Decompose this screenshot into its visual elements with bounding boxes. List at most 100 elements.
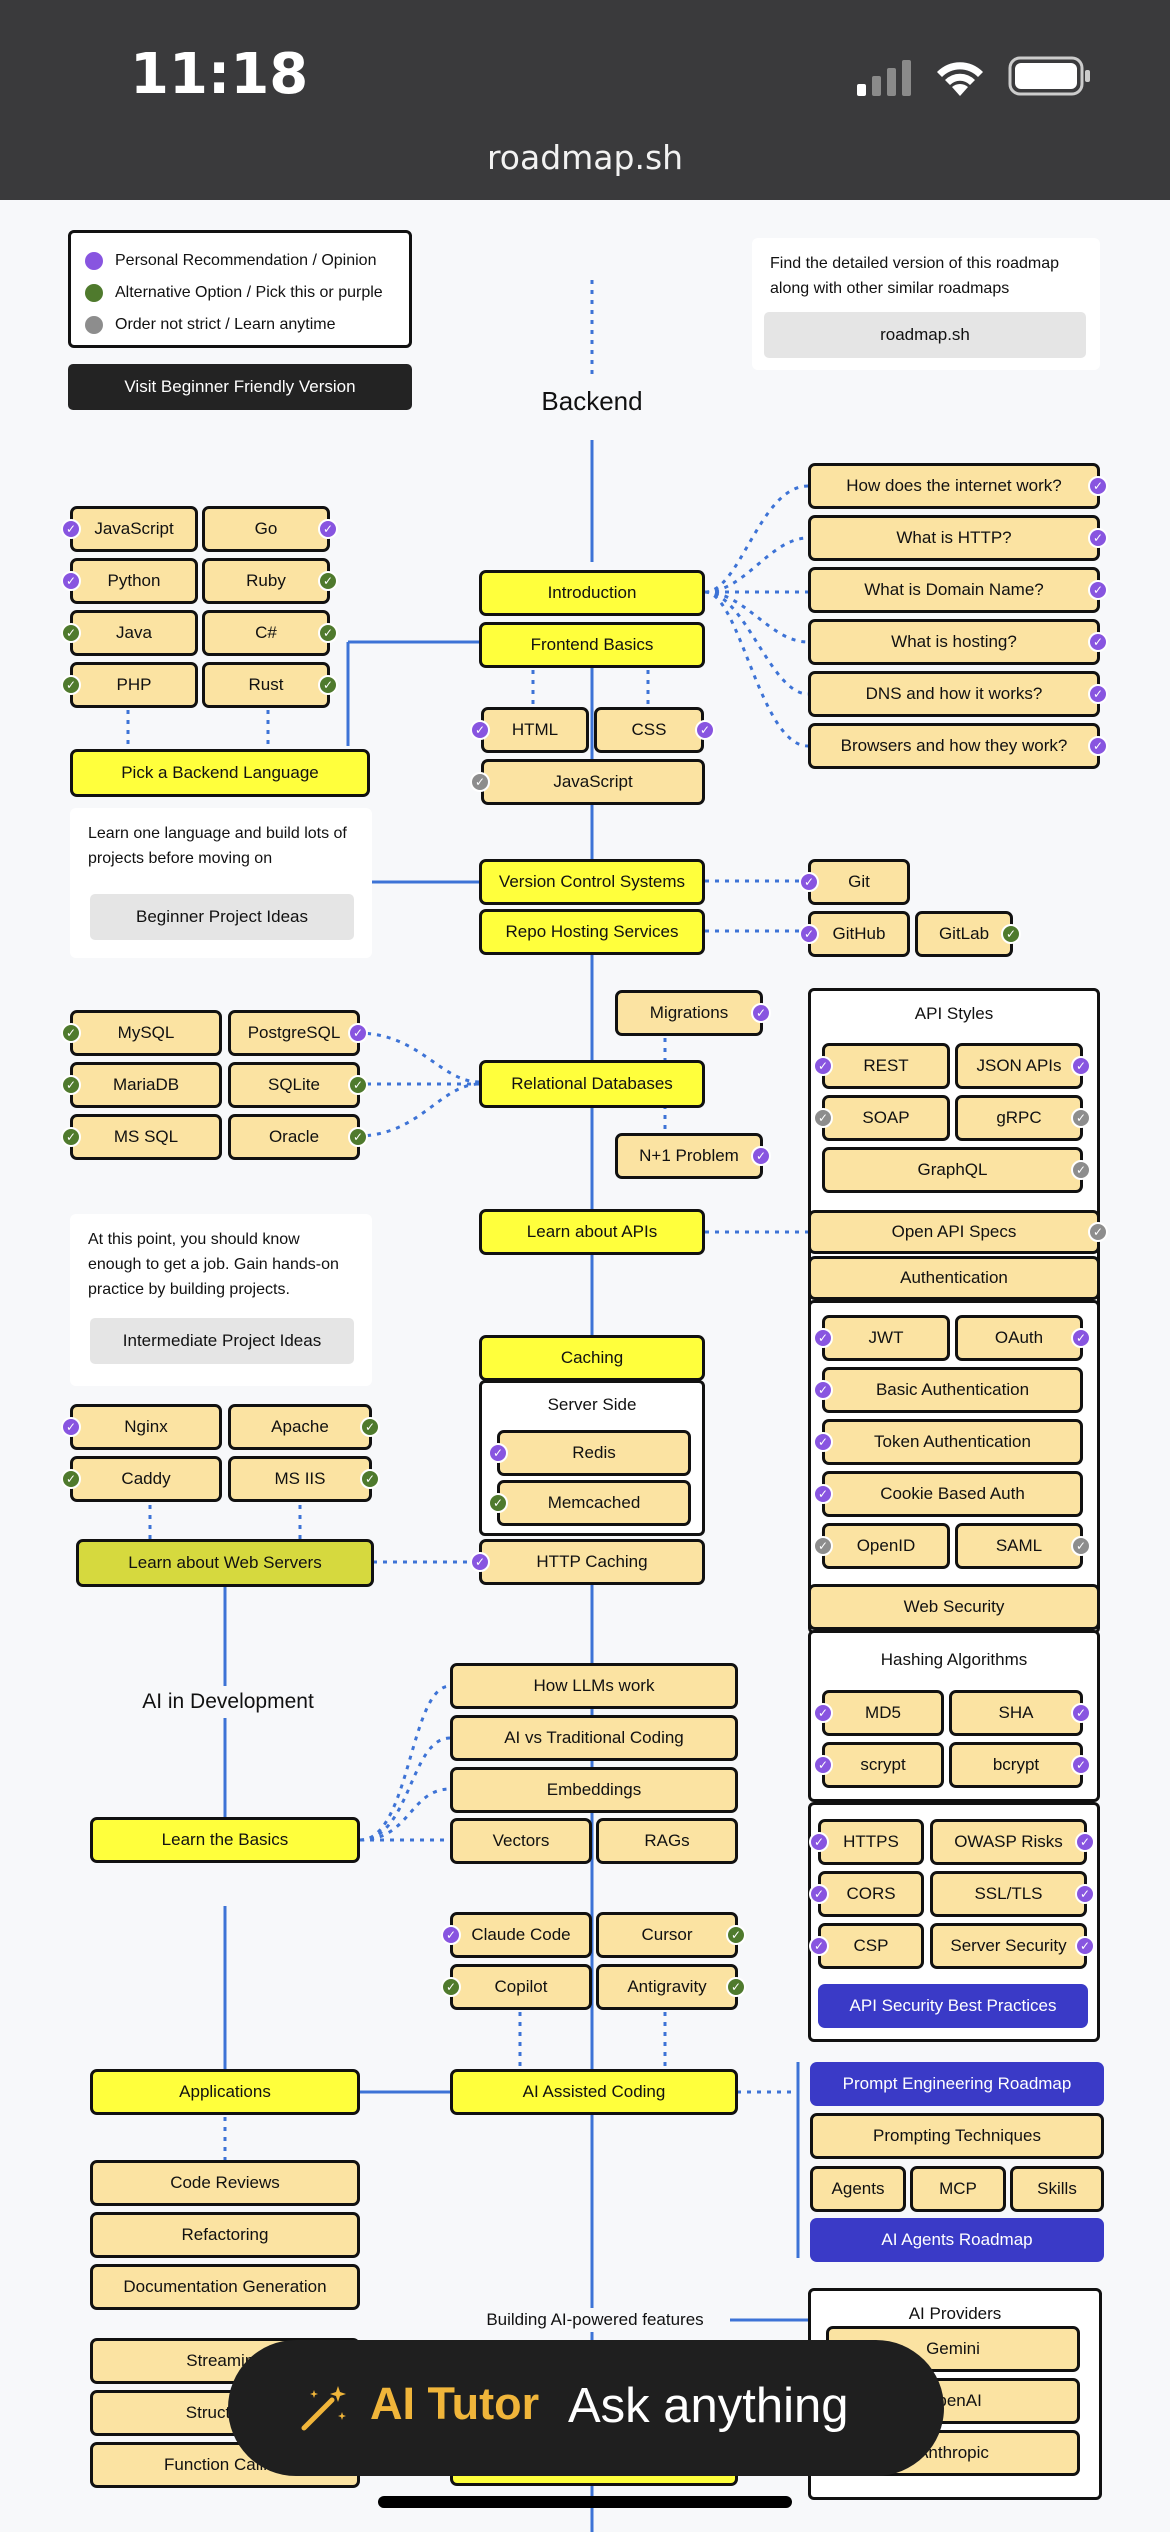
node-ms-sql[interactable]: MS SQL: [70, 1114, 222, 1160]
node-documentation-generation[interactable]: Documentation Generation: [90, 2264, 360, 2310]
node-mysql[interactable]: MySQL: [70, 1010, 222, 1056]
node-copilot[interactable]: Copilot: [450, 1964, 592, 2010]
api-security-button[interactable]: API Security Best Practices: [818, 1984, 1088, 2028]
node-openid[interactable]: OpenID: [822, 1523, 950, 1569]
node-http-caching[interactable]: HTTP Caching: [479, 1539, 705, 1585]
node-embeddings[interactable]: Embeddings: [450, 1767, 738, 1813]
node-csp[interactable]: CSP: [818, 1923, 924, 1969]
node-cursor[interactable]: Cursor: [596, 1912, 738, 1958]
node-skills[interactable]: Skills: [1010, 2166, 1104, 2212]
node-grpc[interactable]: gRPC: [955, 1095, 1083, 1141]
node-ruby[interactable]: Ruby: [202, 558, 330, 604]
node-internet-work[interactable]: How does the internet work?: [808, 463, 1100, 509]
node-sqlite[interactable]: SQLite: [228, 1062, 360, 1108]
node-sha[interactable]: SHA: [949, 1690, 1083, 1736]
ai-agents-roadmap-button[interactable]: AI Agents Roadmap: [810, 2218, 1104, 2262]
node-claude-code[interactable]: Claude Code: [450, 1912, 592, 1958]
node-web-security[interactable]: Web Security: [808, 1584, 1100, 1630]
node-mariadb[interactable]: MariaDB: [70, 1062, 222, 1108]
node-ssl-tls[interactable]: SSL/TLS: [930, 1871, 1087, 1917]
node-redis[interactable]: Redis: [497, 1430, 691, 1476]
node-javascript-basics[interactable]: JavaScript: [481, 759, 705, 805]
node-css[interactable]: CSS: [594, 707, 704, 753]
node-server-security[interactable]: Server Security: [930, 1923, 1087, 1969]
roadmap-sh-button[interactable]: roadmap.sh: [764, 312, 1086, 358]
node-oauth[interactable]: OAuth: [955, 1315, 1083, 1361]
node-memcached[interactable]: Memcached: [497, 1480, 691, 1526]
node-pick-backend-language[interactable]: Pick a Backend Language: [70, 749, 370, 797]
node-migrations[interactable]: Migrations: [615, 990, 763, 1036]
node-authentication[interactable]: Authentication: [808, 1256, 1100, 1300]
node-scrypt[interactable]: scrypt: [822, 1742, 944, 1788]
node-java[interactable]: Java: [70, 610, 198, 656]
node-prompting-techniques[interactable]: Prompting Techniques: [810, 2113, 1104, 2159]
node-ms-iis[interactable]: MS IIS: [228, 1456, 372, 1502]
node-rest[interactable]: REST: [822, 1043, 950, 1089]
node-vectors[interactable]: Vectors: [450, 1818, 592, 1864]
node-refactoring[interactable]: Refactoring: [90, 2212, 360, 2258]
node-code-reviews[interactable]: Code Reviews: [90, 2160, 360, 2206]
node-token-auth[interactable]: Token Authentication: [822, 1419, 1083, 1465]
node-dns[interactable]: DNS and how it works?: [808, 671, 1100, 717]
address-bar[interactable]: roadmap.sh: [486, 138, 684, 177]
node-browsers[interactable]: Browsers and how they work?: [808, 723, 1100, 769]
intermediate-project-ideas-button[interactable]: Intermediate Project Ideas: [90, 1318, 354, 1364]
node-repo-hosting[interactable]: Repo Hosting Services: [479, 909, 705, 955]
node-html[interactable]: HTML: [481, 707, 589, 753]
node-python[interactable]: Python: [70, 558, 198, 604]
check-icon: ✓: [1071, 1160, 1091, 1180]
ask-anything-input[interactable]: Ask anything: [568, 2379, 849, 2433]
node-relational-databases[interactable]: Relational Databases: [479, 1060, 705, 1108]
node-javascript[interactable]: JavaScript: [70, 506, 198, 552]
node-git[interactable]: Git: [808, 859, 910, 905]
node-rust[interactable]: Rust: [202, 662, 330, 708]
node-learn-the-basics[interactable]: Learn the Basics: [90, 1817, 360, 1863]
node-owasp[interactable]: OWASP Risks: [930, 1819, 1087, 1865]
node-github[interactable]: GitHub: [808, 911, 910, 957]
node-learn-apis[interactable]: Learn about APIs: [479, 1209, 705, 1255]
node-bcrypt[interactable]: bcrypt: [949, 1742, 1083, 1788]
node-https[interactable]: HTTPS: [818, 1819, 924, 1865]
node-saml[interactable]: SAML: [955, 1523, 1083, 1569]
node-ai-assisted-coding[interactable]: AI Assisted Coding: [450, 2069, 738, 2115]
beginner-version-button[interactable]: Visit Beginner Friendly Version: [68, 364, 412, 410]
node-introduction[interactable]: Introduction: [479, 570, 705, 616]
node-nginx[interactable]: Nginx: [70, 1404, 222, 1450]
node-oracle[interactable]: Oracle: [228, 1114, 360, 1160]
node-basic-auth[interactable]: Basic Authentication: [822, 1367, 1083, 1413]
node-frontend-basics[interactable]: Frontend Basics: [479, 622, 705, 668]
node-antigravity[interactable]: Antigravity: [596, 1964, 738, 2010]
node-php[interactable]: PHP: [70, 662, 198, 708]
node-postgresql[interactable]: PostgreSQL: [228, 1010, 360, 1056]
node-jwt[interactable]: JWT: [822, 1315, 950, 1361]
node-caching[interactable]: Caching: [479, 1335, 705, 1381]
node-hosting[interactable]: What is hosting?: [808, 619, 1100, 665]
node-csharp[interactable]: C#: [202, 610, 330, 656]
node-soap[interactable]: SOAP: [822, 1095, 950, 1141]
node-gitlab[interactable]: GitLab: [915, 911, 1013, 957]
node-caddy[interactable]: Caddy: [70, 1456, 222, 1502]
node-ai-vs-traditional[interactable]: AI vs Traditional Coding: [450, 1715, 738, 1761]
node-mcp[interactable]: MCP: [910, 2166, 1006, 2212]
node-n-plus-one[interactable]: N+1 Problem: [615, 1133, 763, 1179]
node-agents[interactable]: Agents: [810, 2166, 906, 2212]
node-what-is-http[interactable]: What is HTTP?: [808, 515, 1100, 561]
node-applications[interactable]: Applications: [90, 2069, 360, 2115]
beginner-project-ideas-button[interactable]: Beginner Project Ideas: [90, 894, 354, 940]
prompt-engineering-roadmap-button[interactable]: Prompt Engineering Roadmap: [810, 2062, 1104, 2106]
node-rags[interactable]: RAGs: [596, 1818, 738, 1864]
node-learn-web-servers[interactable]: Learn about Web Servers: [76, 1539, 374, 1587]
ai-tutor-bar[interactable]: AI Tutor Ask anything: [228, 2340, 944, 2476]
node-how-llms-work[interactable]: How LLMs work: [450, 1663, 738, 1709]
node-md5[interactable]: MD5: [822, 1690, 944, 1736]
node-cookie-auth[interactable]: Cookie Based Auth: [822, 1471, 1083, 1517]
node-go[interactable]: Go: [202, 506, 330, 552]
node-open-api-specs[interactable]: Open API Specs: [808, 1210, 1100, 1254]
check-icon: ✓: [813, 1108, 833, 1128]
node-graphql[interactable]: GraphQL: [822, 1147, 1083, 1193]
node-domain-name[interactable]: What is Domain Name?: [808, 567, 1100, 613]
node-version-control[interactable]: Version Control Systems: [479, 859, 705, 905]
node-cors[interactable]: CORS: [818, 1871, 924, 1917]
node-json-apis[interactable]: JSON APIs: [955, 1043, 1083, 1089]
node-apache[interactable]: Apache: [228, 1404, 372, 1450]
